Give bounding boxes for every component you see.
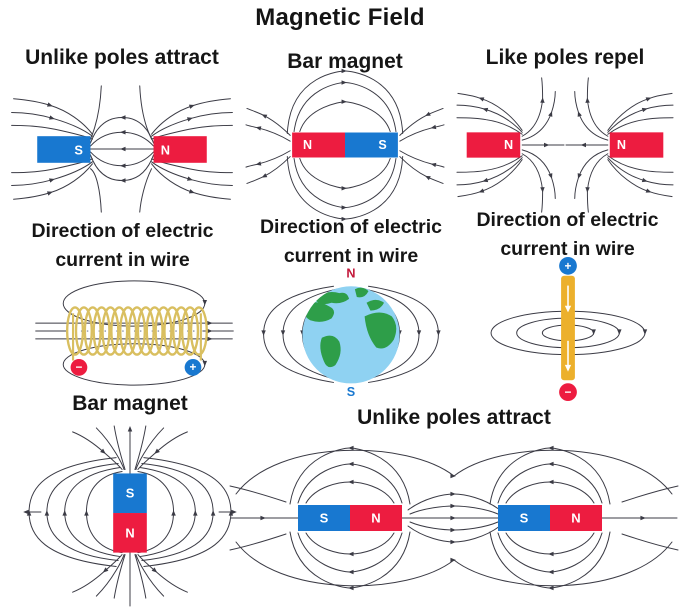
north-half: [113, 513, 147, 553]
right-bar-magnet: S N: [498, 505, 602, 531]
right-north-label: N: [617, 138, 626, 152]
unlike-poles-attract-diagram: S N: [11, 85, 233, 213]
south-half: [298, 505, 350, 531]
heading-like-poles-repel: Like poles repel: [485, 46, 645, 69]
heading-earth-line1: Direction of electric: [259, 216, 443, 238]
svg-text:+: +: [190, 361, 197, 374]
north-half: [550, 505, 602, 531]
south-pole-label: S: [520, 511, 529, 526]
svg-text:−: −: [565, 385, 572, 399]
heading-bar-magnet-top: Bar magnet: [287, 50, 403, 73]
page-title: Magnetic Field: [255, 4, 425, 31]
north-half: [292, 132, 345, 158]
north-pole-label: N: [303, 138, 312, 152]
heading-straight-wire-line2: current in wire: [500, 238, 635, 260]
field-lines: [245, 68, 445, 222]
solenoid-coil: [65, 306, 208, 361]
earth-south-label: S: [347, 385, 355, 399]
south-magnet-body: [37, 136, 91, 163]
earth-north-label: N: [346, 267, 355, 281]
plus-terminal-icon: +: [559, 256, 577, 275]
svg-text:−: −: [76, 361, 83, 374]
north-half: [350, 505, 402, 531]
heading-solenoid-line2: current in wire: [55, 249, 190, 271]
heading-straight-wire: Direction of electric current in wire: [455, 206, 680, 264]
south-half: [498, 505, 550, 531]
plus-terminal-icon: +: [184, 359, 202, 376]
right-magnet-body: [609, 132, 664, 158]
bar-magnet-vertical-diagram: S N: [23, 425, 237, 607]
svg-text:+: +: [565, 259, 572, 273]
heading-unlike-poles-attract-bottom: Unlike poles attract: [357, 406, 551, 429]
bar-magnet-diagram: N S: [245, 68, 445, 222]
heading-solenoid: Direction of electric current in wire: [5, 217, 240, 275]
left-north-magnet: N: [466, 132, 521, 158]
south-pole-label: S: [126, 486, 135, 501]
heading-earth-line2: current in wire: [283, 245, 419, 267]
north-pole-label: N: [371, 511, 380, 526]
left-north-label: N: [504, 138, 513, 152]
bar-magnet: N S: [292, 132, 398, 158]
south-pole-label: S: [320, 511, 329, 526]
vertical-bar-magnet: S N: [113, 473, 147, 553]
heading-straight-wire-line1: Direction of electric: [476, 209, 659, 231]
heading-earth: Direction of electric current in wire: [245, 213, 457, 271]
south-magnet: S: [37, 136, 91, 163]
north-pole-label: N: [161, 142, 170, 157]
north-pole-label: N: [125, 525, 134, 540]
south-pole-label: S: [74, 142, 83, 157]
right-north-magnet: N: [609, 132, 664, 158]
straight-wire-diagram: + −: [490, 256, 648, 402]
field-lines: [229, 445, 679, 591]
minus-terminal-icon: −: [70, 359, 88, 376]
minus-terminal-icon: −: [559, 383, 577, 402]
field-lines: [456, 77, 674, 213]
north-magnet-body: [153, 136, 207, 163]
north-magnet: N: [153, 136, 207, 163]
south-half: [345, 132, 398, 158]
heading-bar-magnet-vertical: Bar magnet: [72, 392, 188, 415]
north-pole-label: N: [571, 511, 580, 526]
left-magnet-body: [466, 132, 521, 158]
earth-magnetic-field-diagram: N S: [261, 267, 441, 399]
south-pole-label: S: [378, 138, 386, 152]
current-wire: [561, 275, 575, 381]
field-lines: [23, 425, 237, 607]
solenoid-diagram: − +: [35, 280, 234, 386]
like-poles-repel-diagram: N N: [456, 77, 674, 213]
field-lines: [35, 280, 234, 386]
field-lines: [490, 310, 648, 356]
left-bar-magnet: S N: [298, 505, 402, 531]
heading-unlike-poles-attract-top: Unlike poles attract: [25, 46, 219, 69]
heading-solenoid-line1: Direction of electric: [31, 220, 214, 242]
south-half: [113, 473, 147, 514]
unlike-poles-attract-pair-diagram: S N S N: [229, 445, 679, 591]
